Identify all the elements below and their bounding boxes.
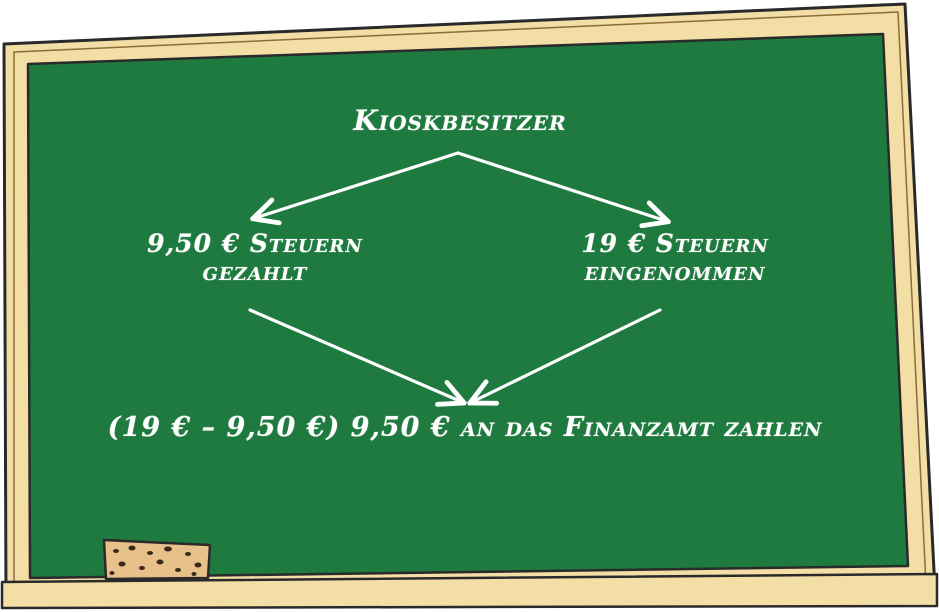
right-node-line-2: eingenommen — [584, 257, 766, 286]
board-surface — [26, 32, 910, 580]
arrow-top-to-left — [255, 151, 460, 218]
right-node-label: 19 € Steuern eingenommen — [530, 230, 820, 286]
arrow-right-to-bottom — [472, 308, 662, 402]
bottom-node-label: (19 € – 9,50 €) 9,50 € an das Finanzamt … — [107, 412, 823, 443]
left-node-label: 9,50 € Steuern gezahlt — [110, 230, 400, 286]
diagram-arrows — [248, 151, 666, 402]
arrow-top-to-right — [456, 151, 666, 221]
left-node-line-2: gezahlt — [202, 257, 308, 286]
left-node-line-1: 9,50 € Steuern — [147, 229, 363, 258]
top-node-label: Kioskbesitzer — [353, 104, 567, 137]
eraser-icon — [102, 538, 212, 581]
right-node-line-1: 19 € Steuern — [581, 229, 769, 258]
arrow-left-to-bottom — [248, 308, 462, 402]
chalk-tray — [0, 572, 939, 610]
